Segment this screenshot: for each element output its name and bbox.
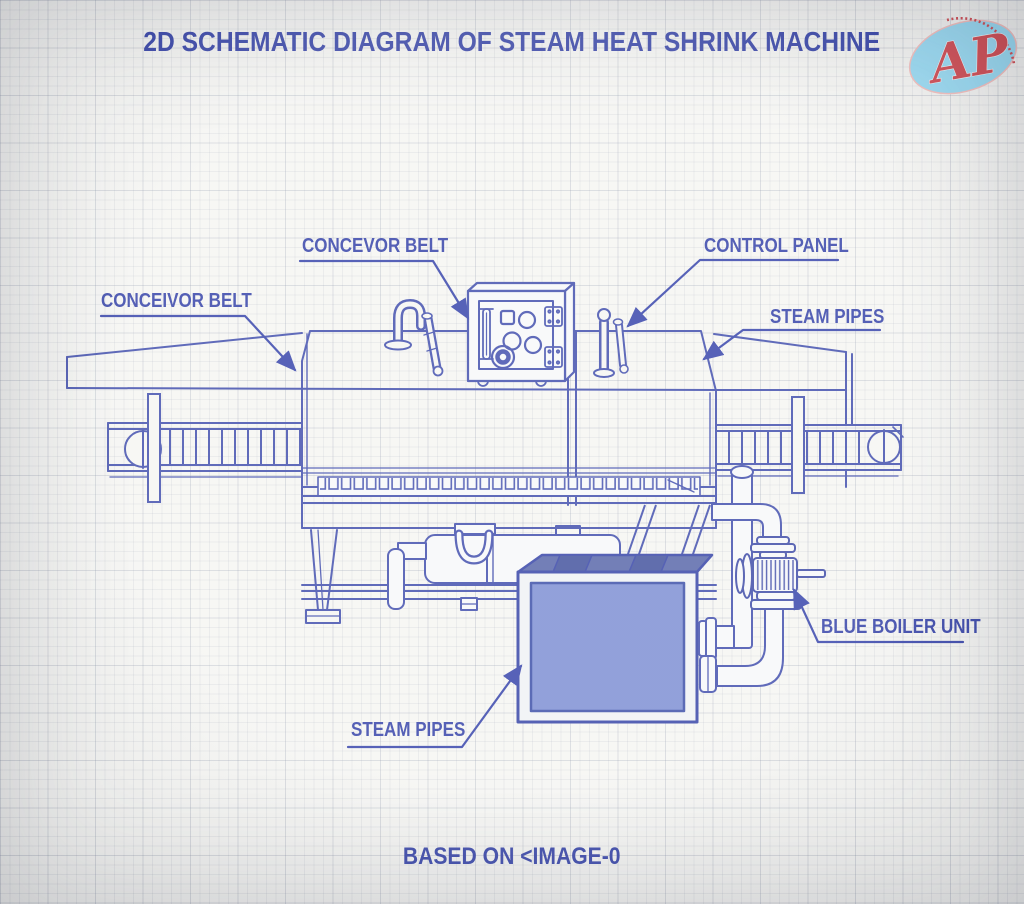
page-title: 2D SCHEMATIC DIAGRAM OF STEAM HEAT SHRIN… (143, 26, 881, 57)
logo-text: AP (920, 22, 1016, 97)
chain-conveyor (301, 467, 717, 497)
shrink-tunnel (66, 330, 853, 624)
leader-steam-pipes-bottom (346, 664, 523, 749)
leader-steam-pipes-right (702, 328, 882, 361)
label-conveyor-belt-left: CONCEIVOR BELT (101, 290, 252, 312)
panel-knob (517, 310, 537, 330)
steam-inlet-pipes (384, 298, 629, 378)
label-conveyor-belt-top: CONCEVOR BELT (302, 235, 449, 257)
panel-hinges (544, 306, 563, 368)
pump-motor (735, 536, 826, 610)
panel-main-knob (490, 344, 516, 370)
leader-conveyor-belt-left (99, 314, 297, 372)
pump-shaft (796, 569, 826, 578)
drain-pipe (387, 542, 478, 611)
leader-control-panel (626, 258, 840, 328)
panel-knob (523, 335, 543, 355)
panel-handle (479, 308, 494, 360)
left-wing (66, 332, 717, 391)
logo-arc-text (946, 16, 1016, 65)
leader-conveyor-belt-top (298, 259, 470, 320)
pump-flange (735, 558, 745, 594)
label-control-panel: CONTROL PANEL (704, 235, 849, 257)
label-blue-boiler-unit: BLUE BOILER UNIT (821, 616, 981, 638)
panel-square-button (499, 309, 516, 326)
leader-lines (99, 258, 965, 749)
company-logo: AP (908, 16, 1018, 97)
label-steam-pipes-right: STEAM PIPES (770, 306, 885, 328)
footer-caption: BASED ON <IMAGE-0 (403, 843, 621, 870)
right-wing (713, 333, 853, 488)
logo-ellipse (908, 19, 1018, 95)
label-steam-pipes-bottom: STEAM PIPES (351, 719, 466, 741)
boiler-unit (516, 553, 714, 724)
leader-blue-boiler-unit (792, 588, 965, 644)
right-conveyor (715, 396, 904, 494)
left-conveyor (107, 393, 303, 503)
control-panel-box (466, 281, 576, 387)
